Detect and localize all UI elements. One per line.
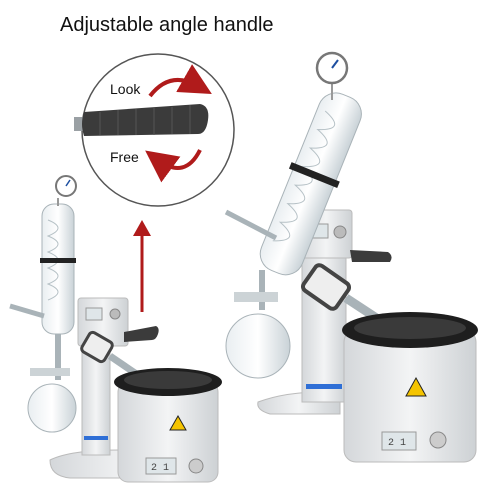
handle-closeup (74, 104, 209, 136)
left-evaporator: 2 1 (9, 175, 222, 483)
free-label: Free (110, 149, 139, 165)
right-evaporator: 2 1 (224, 51, 478, 463)
gauge-icon (55, 175, 77, 197)
rotate-arrow-icon (148, 64, 212, 98)
controller-display (85, 307, 103, 321)
up-arrow-icon (133, 220, 151, 312)
warning-icon (169, 414, 187, 431)
angle-handle (350, 250, 392, 262)
gauge-icon (315, 51, 349, 85)
angle-handle (124, 326, 159, 342)
bath-display: 2 1 (388, 438, 406, 449)
lock-label: Look (110, 81, 141, 97)
product-caption: Adjustable angle handle (60, 14, 274, 36)
handle-callout: Look Free (74, 53, 235, 207)
rotate-arrow-icon (145, 149, 202, 183)
bath-display: 2 1 (151, 463, 169, 474)
warning-icon (405, 376, 427, 397)
accent-stripe (84, 436, 108, 440)
